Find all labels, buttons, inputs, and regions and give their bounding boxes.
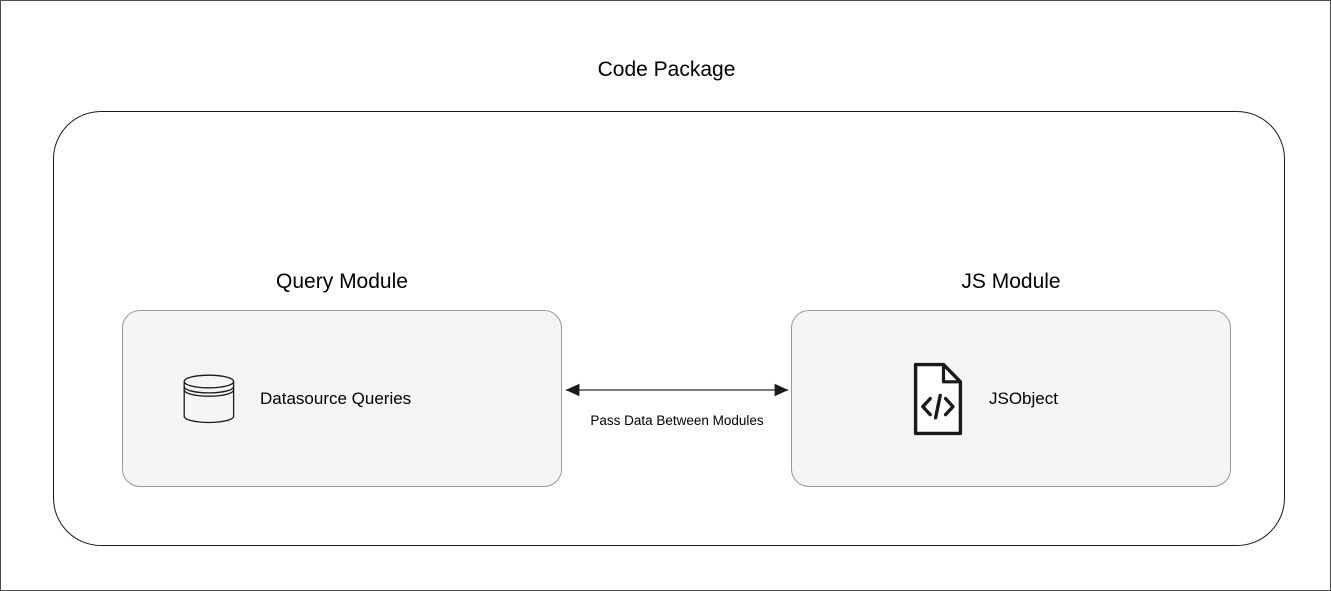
query-module-label: Query Module (276, 270, 408, 293)
js-module-box[interactable]: JSObject (791, 310, 1231, 487)
js-module-group[interactable]: JS Module JSObject (791, 269, 1231, 487)
pass-data-connector (558, 379, 796, 401)
connector-label: Pass Data Between Modules (590, 413, 764, 428)
code-package-container (53, 111, 1285, 546)
js-module-content: JSObject (792, 311, 1330, 486)
query-module-content: Datasource Queries (123, 311, 620, 486)
datasource-queries-label: Datasource Queries (260, 388, 412, 408)
database-cylinder-icon (182, 371, 236, 427)
query-module-box[interactable]: Datasource Queries (122, 310, 562, 487)
package-title: Code Package (597, 58, 736, 81)
jsobject-label: JSObject (989, 388, 1058, 408)
code-file-icon (913, 362, 963, 436)
js-module-label: JS Module (961, 270, 1061, 293)
query-module-group[interactable]: Query Module Datasource Queries (122, 269, 562, 487)
